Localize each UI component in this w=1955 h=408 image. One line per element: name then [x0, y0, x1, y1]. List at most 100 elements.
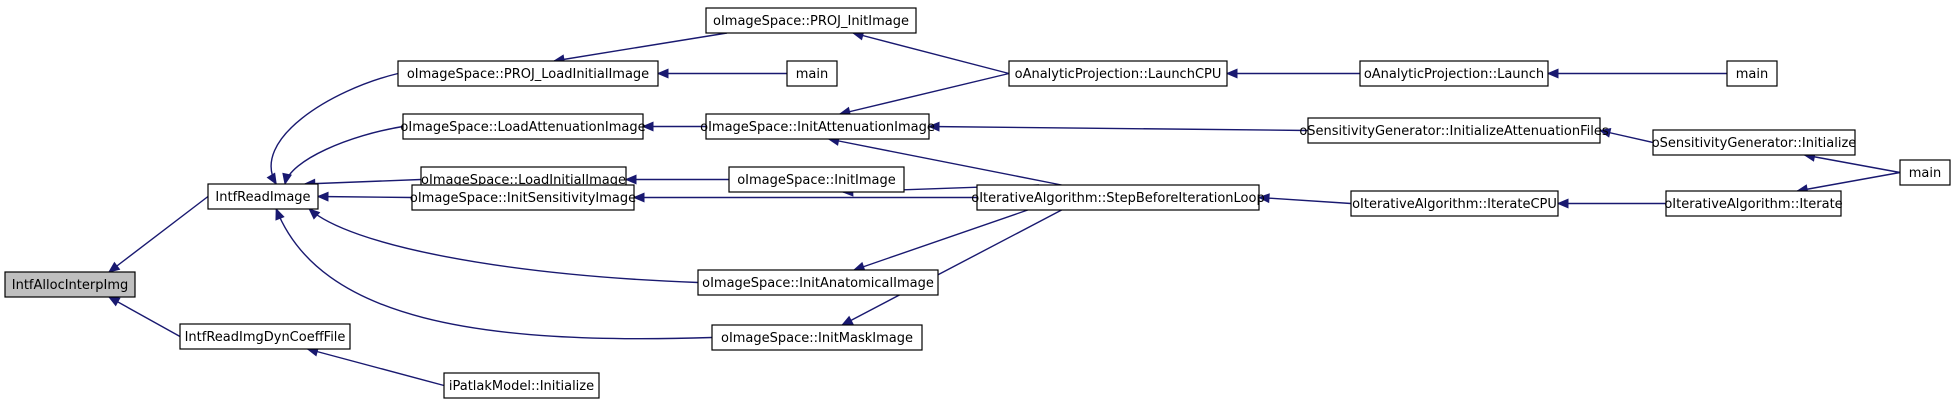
edge-step_before_iteration_loop-to-init_anatomical_image	[852, 209, 1028, 272]
edge-sensitivity_initialize-to-initialize_attenuation_files	[1598, 127, 1654, 144]
node-label: IntfReadImgDynCoeffFile	[185, 330, 346, 345]
node-launch-cpu[interactable]: oAnalyticProjection::LaunchCPU	[1008, 60, 1228, 87]
node-label: oImageSpace::InitAttenuationImage	[700, 120, 935, 135]
node-proj-init-image[interactable]: oImageSpace::PROJ_InitImage	[705, 7, 917, 34]
node-iterate-cpu[interactable]: oIterativeAlgorithm::IterateCPU	[1350, 190, 1559, 217]
node-label: IntfAllocInterpImg	[12, 278, 128, 293]
node-initialize-attenuation-files[interactable]: oSensitivityGenerator::InitializeAttenua…	[1299, 117, 1609, 144]
edge-init_mask_image-to-intf_read_image	[275, 207, 713, 340]
node-label: oIterativeAlgorithm::IterateCPU	[1352, 197, 1557, 212]
edge-line	[852, 32, 1010, 75]
edge-line	[284, 125, 404, 185]
edge-line	[553, 32, 728, 62]
edge-line	[108, 195, 209, 273]
edge-line	[828, 138, 1062, 186]
edge-intf_read_image-to-intf_alloc_interp_img	[107, 195, 209, 273]
nodes-layer: IntfAllocInterpImg IntfReadImageIntfReadI…	[4, 7, 1951, 399]
node-box	[1008, 60, 1228, 87]
edge-line	[307, 348, 445, 387]
edge-initialize_attenuation_files-to-init_attenuation_image	[927, 121, 1309, 132]
edge-line	[308, 208, 699, 284]
node-init-sensitivity-image[interactable]: oImageSpace::InitSensitivityImage	[410, 184, 636, 211]
node-label: IntfReadImage	[215, 190, 310, 205]
edge-launch_cpu-to-init_attenuation_image	[838, 72, 1010, 117]
node-box	[705, 7, 917, 34]
arrowhead-icon	[1225, 68, 1238, 79]
node-main-c[interactable]: main	[1899, 159, 1951, 186]
edge-launch_cpu-to-proj_init_image	[851, 30, 1010, 75]
edge-line	[928, 125, 1309, 132]
node-box	[976, 184, 1260, 211]
edge-main_a-to-proj_load_initial_image	[656, 68, 787, 79]
edge-line	[317, 195, 413, 199]
node-label: oSensitivityGenerator::InitializeAttenua…	[1299, 124, 1609, 139]
arrowhead-icon	[632, 192, 645, 203]
node-box	[402, 113, 644, 140]
node-box	[705, 113, 930, 140]
edge-proj_init_image-to-proj_load_initial_image	[552, 32, 728, 65]
edge-line	[839, 72, 1010, 115]
node-box	[1726, 60, 1778, 87]
node-label: main	[796, 67, 828, 82]
node-box	[397, 60, 659, 87]
node-label: oIterativeAlgorithm::StepBeforeIteration…	[971, 191, 1264, 206]
arrowhead-icon	[1598, 127, 1612, 138]
node-box	[4, 271, 136, 298]
node-box	[728, 166, 905, 193]
edge-init_image-to-load_initial_image	[624, 174, 729, 185]
node-init-anatomical-image[interactable]: oImageSpace::InitAnatomicalImage	[697, 269, 939, 296]
node-label: oSensitivityGenerator::Initialize	[1652, 136, 1857, 151]
edge-load_attenuation_image-to-intf_read_image	[282, 125, 404, 186]
node-iterate[interactable]: oIterativeAlgorithm::Iterate	[1664, 190, 1843, 217]
node-ipatlak-initialize[interactable]: iPatlakModel::Initialize	[443, 372, 600, 399]
node-box	[411, 184, 635, 211]
edge-load_initial_image-to-intf_read_image	[303, 178, 422, 189]
edge-main_b-to-launch	[1546, 68, 1727, 79]
edge-init_sensitivity_image-to-intf_read_image	[316, 191, 413, 202]
node-box	[786, 60, 838, 87]
node-box	[1899, 159, 1951, 186]
arrowhead-icon	[841, 315, 854, 326]
arrowhead-icon	[282, 172, 292, 186]
edge-ipatlak_initialize-to-intf_read_img_dyn_coeff_file	[306, 346, 445, 387]
node-main-b[interactable]: main	[1726, 60, 1778, 87]
arrowhead-icon	[656, 68, 669, 79]
arrowhead-icon	[266, 172, 277, 186]
arrowhead-icon	[624, 174, 637, 185]
node-label: main	[1736, 67, 1768, 82]
node-launch[interactable]: oAnalyticProjection::Launch	[1359, 60, 1549, 87]
node-box	[697, 269, 939, 296]
arrowhead-icon	[1556, 198, 1569, 209]
node-init-image[interactable]: oImageSpace::InitImage	[728, 166, 905, 193]
edge-line	[304, 178, 422, 185]
arrowhead-icon	[1257, 193, 1270, 204]
edge-intf_read_img_dyn_coeff_file-to-intf_alloc_interp_img	[107, 296, 181, 338]
node-box	[711, 324, 923, 351]
edge-line	[1797, 171, 1901, 192]
node-label: oImageSpace::InitImage	[737, 173, 896, 188]
node-label: oAnalyticProjection::Launch	[1364, 67, 1544, 82]
arrowhead-icon	[308, 208, 321, 220]
node-init-attenuation-image[interactable]: oImageSpace::InitAttenuationImage	[700, 113, 935, 140]
edge-main_c-to-sensitivity_initialize	[1803, 152, 1901, 174]
arrowhead-icon	[641, 121, 654, 132]
node-intf-read-image[interactable]: IntfReadImage	[207, 183, 319, 210]
node-box	[1350, 190, 1559, 217]
node-init-mask-image[interactable]: oImageSpace::InitMaskImage	[711, 324, 923, 351]
node-sensitivity-initialize[interactable]: oSensitivityGenerator::Initialize	[1652, 129, 1857, 156]
node-load-attenuation-image[interactable]: oImageSpace::LoadAttenuationImage	[400, 113, 646, 140]
node-proj-load-initial-image[interactable]: oImageSpace::PROJ_LoadInitialImage	[397, 60, 659, 87]
node-intf-read-img-dyn-coeff-file[interactable]: IntfReadImgDynCoeffFile	[179, 323, 351, 350]
node-main-a[interactable]: main	[786, 60, 838, 87]
node-box	[1652, 129, 1856, 156]
edge-line	[1258, 196, 1352, 205]
edge-proj_load_initial_image-to-intf_read_image	[266, 72, 399, 186]
edge-iterate_cpu-to-step_before_iteration_loop	[1257, 193, 1352, 205]
node-label: oImageSpace::LoadAttenuationImage	[400, 120, 645, 135]
arrowhead-icon	[927, 121, 940, 132]
node-box	[1359, 60, 1549, 87]
edge-step_before_iteration_loop-to-init_sensitivity_image	[632, 192, 977, 203]
edge-step_before_iteration_loop-to-init_mask_image	[841, 209, 1062, 326]
node-label: oIterativeAlgorithm::Iterate	[1664, 197, 1842, 212]
node-step-before-iteration-loop[interactable]: oIterativeAlgorithm::StepBeforeIteration…	[971, 184, 1265, 211]
